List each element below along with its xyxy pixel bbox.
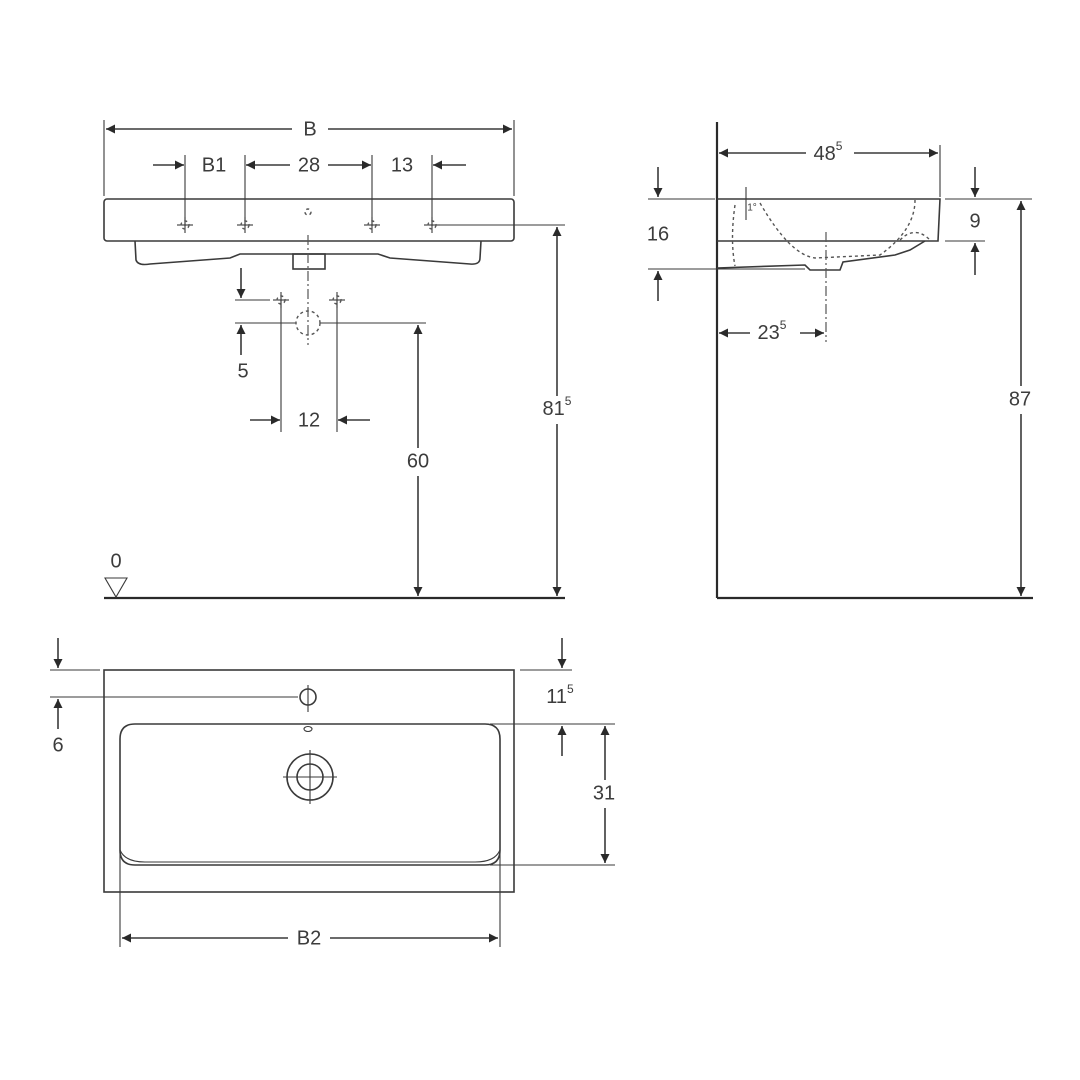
drain-offset-label: 235 [758, 318, 787, 344]
tap-hole-marker [176, 216, 194, 234]
tap-hole-marker [363, 216, 381, 234]
basin-outline [103, 669, 515, 893]
bowl-offset-label: 115 [546, 682, 574, 708]
supply-offset-label: 5 [237, 360, 248, 382]
overflow [303, 725, 313, 733]
top-view: 6 115 31 B2 [50, 638, 622, 950]
supply-height-label: 60 [407, 450, 429, 472]
rim-height-label: 815 [543, 394, 572, 420]
depth-label: 485 [814, 139, 843, 165]
supply-spacing-label: 12 [298, 409, 320, 431]
front-view: B B1 28 13 815 5 [103, 118, 580, 600]
tap-angle-label: 1° [747, 203, 757, 214]
floor-level-symbol [104, 577, 128, 599]
tap-hole-marker [236, 216, 254, 234]
bowl-outline [119, 723, 501, 866]
bowl-width-label: B2 [297, 927, 321, 949]
basin-slab [103, 198, 515, 242]
height-label: 16 [647, 223, 669, 245]
tap-hole-marker [423, 216, 441, 234]
width-label: B [303, 118, 316, 140]
tap-offset-label: 6 [52, 734, 63, 756]
rim-label: 9 [969, 210, 980, 232]
tap-spacing-label: 28 [298, 154, 320, 176]
waste-outlet-marker [295, 310, 321, 336]
basin-rim-profile [717, 198, 941, 242]
side-spacing-label: 13 [391, 154, 413, 176]
bowl-depth-label: 31 [593, 782, 615, 804]
side-view: 485 1° 16 9 87 235 [647, 122, 1039, 600]
total-height-label: 87 [1009, 388, 1031, 410]
floor-label: 0 [110, 550, 121, 572]
b1-label: B1 [202, 154, 226, 176]
basin-bottom-profile [716, 240, 926, 271]
